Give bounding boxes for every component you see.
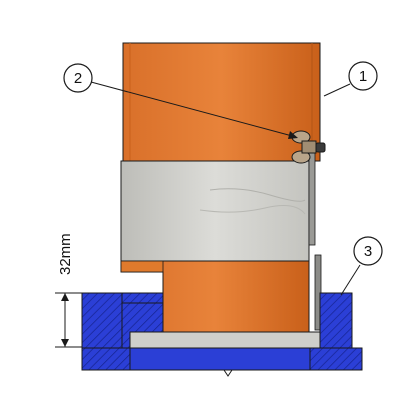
- callout-3: 3: [340, 236, 383, 296]
- dimension-32mm: 32mm: [55, 233, 120, 348]
- wing-screw: [291, 130, 326, 164]
- dimension-label: 32mm: [57, 233, 74, 275]
- clamp-strip: [308, 149, 322, 331]
- callout-1-label: 1: [359, 68, 367, 85]
- base-block: [81, 292, 363, 377]
- callout-2-label: 2: [74, 70, 82, 87]
- grey-sleeve: [120, 160, 310, 262]
- callout-2: 2: [63, 63, 298, 139]
- upper-pipe: [122, 42, 321, 162]
- callout-1: 1: [323, 61, 378, 97]
- callout-3-label: 3: [364, 243, 372, 260]
